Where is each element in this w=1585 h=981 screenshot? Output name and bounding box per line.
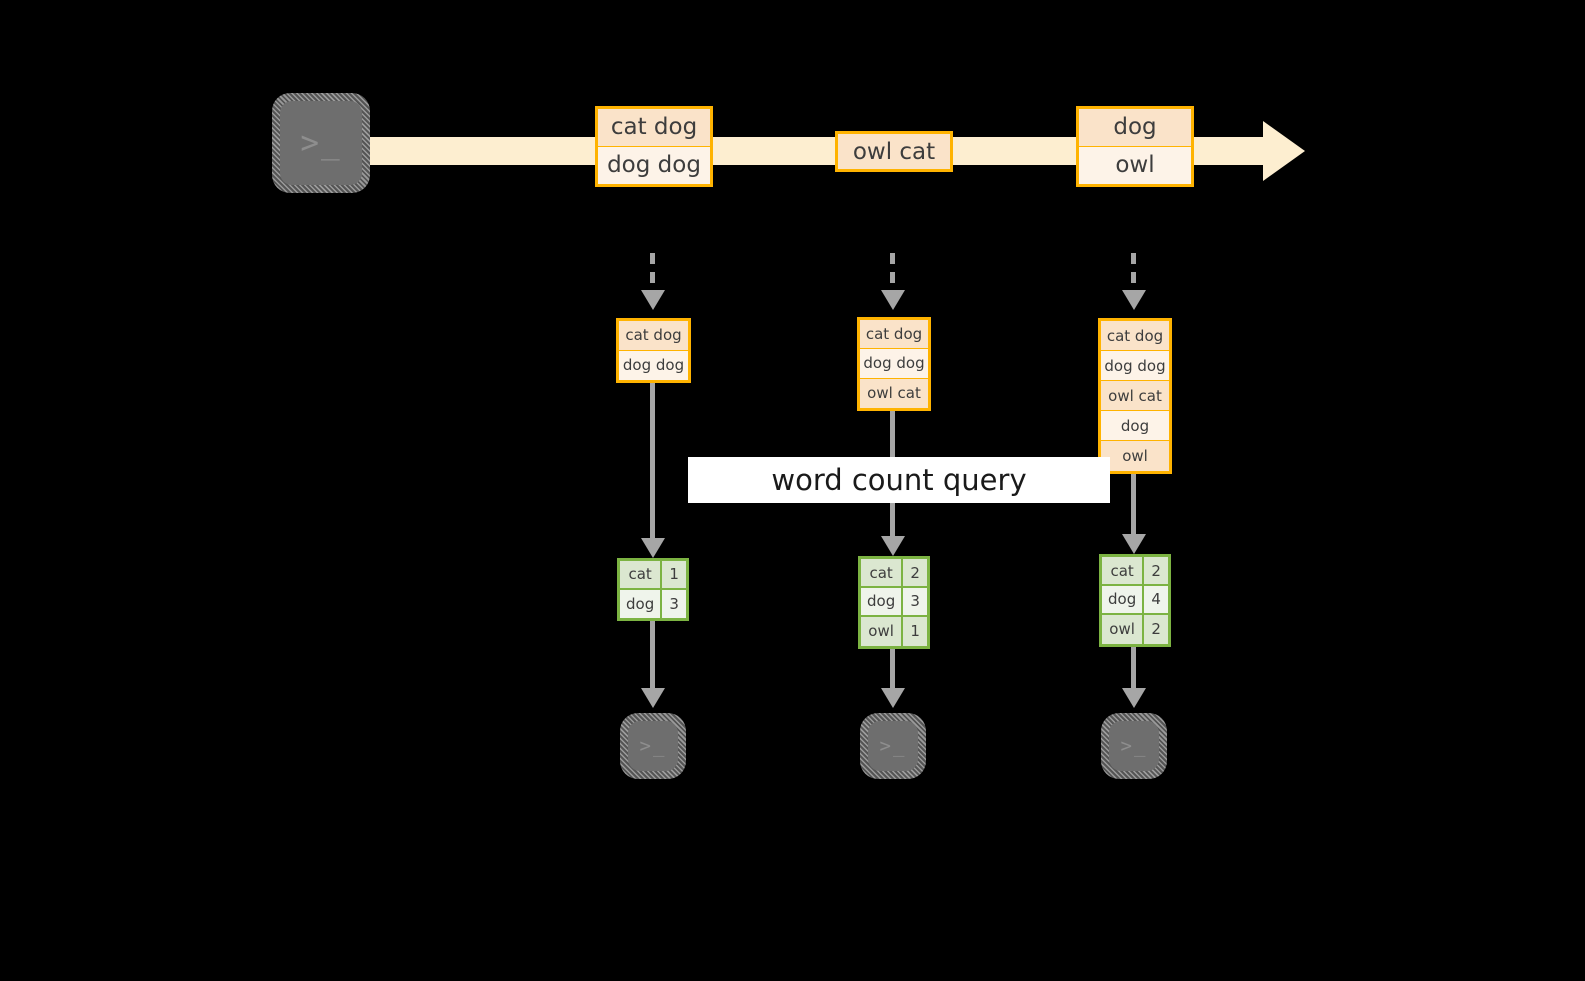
terminal-body xyxy=(628,721,678,771)
stage-2-sink-connector xyxy=(890,649,895,691)
stage-3-input-line-4: dog xyxy=(1101,411,1169,441)
stream-event-1: cat dog dog dog xyxy=(595,106,713,187)
terminal-body xyxy=(280,101,362,185)
stage-1-result-key-1: cat xyxy=(620,561,663,588)
terminal-prompt-glyph: >_ xyxy=(1120,735,1148,757)
stage-3-result-key-1: cat xyxy=(1102,557,1145,584)
stage-1-result-value-1: 1 xyxy=(669,565,679,584)
stage-1-query-arrowhead xyxy=(641,538,665,558)
stage-3-result-key-2: dog xyxy=(1102,586,1145,613)
stage-1-result-table: cat 1 dog 3 xyxy=(617,558,689,621)
stage-3-input-line-2: dog dog xyxy=(1101,351,1169,381)
stage-3-input-line-5: owl xyxy=(1101,441,1169,471)
stage-2-input-line-3: owl cat xyxy=(860,378,928,408)
stream-event-1-line-2: dog dog xyxy=(598,146,710,184)
terminal-prompt-glyph: >_ xyxy=(300,125,342,161)
table-row: cat 2 xyxy=(1102,557,1168,586)
stream-event-1-line-1: cat dog xyxy=(598,109,710,147)
stage-3-sink-connector xyxy=(1131,647,1136,691)
stage-3-dashed-arrowhead xyxy=(1122,290,1146,310)
stage-2-result-table: cat 2 dog 3 owl 1 xyxy=(858,556,930,649)
table-row: owl 1 xyxy=(861,616,927,646)
stream-event-2: owl cat xyxy=(835,131,953,172)
stage-2-dashed-arrowhead xyxy=(881,290,905,310)
table-row: owl 2 xyxy=(1102,614,1168,644)
stage-3-dashed-connector xyxy=(1131,253,1136,291)
stage-3-result-value-3: 2 xyxy=(1151,620,1161,639)
stage-3-result-value-1: 2 xyxy=(1151,561,1161,580)
stage-1-input-line-2: dog dog xyxy=(619,350,688,380)
stage-2-result-key-3: owl xyxy=(861,616,904,646)
stage-1-dashed-connector xyxy=(650,253,655,291)
stage-3-result-key-3: owl xyxy=(1102,614,1145,644)
stage-2-query-arrowhead xyxy=(881,536,905,556)
stage-2-input-records: cat dog dog dog owl cat xyxy=(857,317,931,411)
stream-event-3-line-2: owl xyxy=(1079,146,1191,184)
stage-1-result-key-2: dog xyxy=(620,589,663,618)
stage-1-input-records: cat dog dog dog xyxy=(616,318,691,383)
stream-event-2-line-1: owl cat xyxy=(838,134,950,169)
stage-3-input-line-1: cat dog xyxy=(1101,321,1169,351)
stage-2-sink-terminal-icon: >_ xyxy=(860,713,926,779)
stage-1-sink-connector xyxy=(650,621,655,691)
stage-2-result-value-2: 3 xyxy=(910,592,920,611)
stage-1-query-connector xyxy=(650,383,655,540)
stage-3-input-records: cat dog dog dog owl cat dog owl xyxy=(1098,318,1172,474)
table-row: dog 3 xyxy=(861,588,927,617)
stage-1-result-value-2: 3 xyxy=(669,594,679,613)
query-label: word count query xyxy=(688,457,1110,503)
stage-3-query-connector xyxy=(1131,474,1136,536)
stage-2-result-key-2: dog xyxy=(861,588,904,615)
stage-2-input-line-1: cat dog xyxy=(860,320,928,350)
terminal-prompt-glyph: >_ xyxy=(639,735,667,757)
stage-2-input-line-2: dog dog xyxy=(860,349,928,379)
table-row: dog 3 xyxy=(620,589,686,618)
terminal-prompt-glyph: >_ xyxy=(879,735,907,757)
stream-event-3: dog owl xyxy=(1076,106,1194,187)
stage-1-sink-terminal-icon: >_ xyxy=(620,713,686,779)
table-row: cat 1 xyxy=(620,561,686,590)
stage-2-result-value-1: 2 xyxy=(910,563,920,582)
stage-1-sink-arrowhead xyxy=(641,688,665,708)
table-row: cat 2 xyxy=(861,559,927,588)
stage-1-dashed-arrowhead xyxy=(641,290,665,310)
stage-2-dashed-connector xyxy=(890,253,895,291)
stream-event-3-line-1: dog xyxy=(1079,109,1191,147)
stage-1-input-line-1: cat dog xyxy=(619,321,688,351)
stream-arrow-head xyxy=(1263,121,1305,181)
terminal-body xyxy=(868,721,918,771)
stage-3-input-line-3: owl cat xyxy=(1101,381,1169,411)
source-terminal-icon: >_ xyxy=(272,93,370,193)
stage-2-sink-arrowhead xyxy=(881,688,905,708)
stage-3-result-value-2: 4 xyxy=(1151,590,1161,609)
stage-3-result-table: cat 2 dog 4 owl 2 xyxy=(1099,554,1171,647)
stage-2-result-key-1: cat xyxy=(861,559,904,586)
table-row: dog 4 xyxy=(1102,586,1168,615)
stage-3-query-arrowhead xyxy=(1122,534,1146,554)
stage-3-sink-terminal-icon: >_ xyxy=(1101,713,1167,779)
stage-2-result-value-3: 1 xyxy=(910,622,920,641)
stage-3-sink-arrowhead xyxy=(1122,688,1146,708)
terminal-body xyxy=(1109,721,1159,771)
